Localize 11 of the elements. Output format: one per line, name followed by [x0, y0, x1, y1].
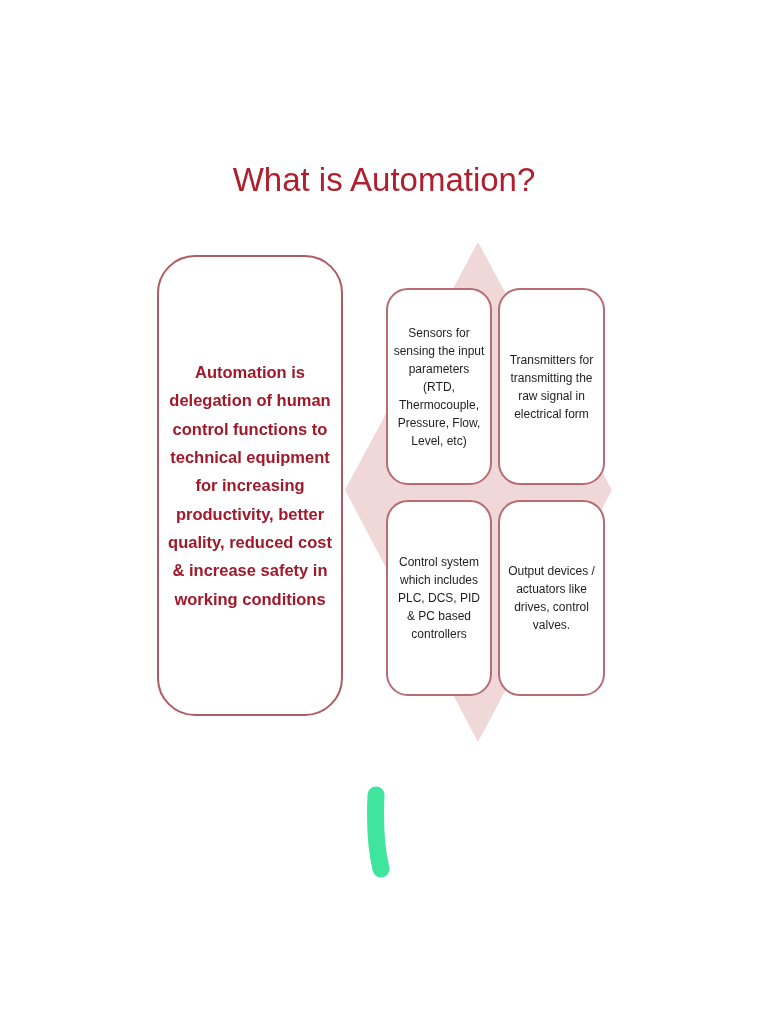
rounded-box — [386, 288, 492, 485]
title: What is Automation? — [232, 160, 536, 200]
box-text: Control system which includes PLC, DCS, PID & PC based controllers — [397, 554, 481, 643]
rounded-box — [498, 288, 605, 485]
definition-box — [157, 255, 343, 716]
box-text: Sensors for sensing the input parameters (RTD, Thermocouple, Pressure, Flow, Level, etc) — [393, 324, 485, 450]
rounded-box — [386, 500, 492, 696]
box-text: Transmitters for transmitting the raw signal in electrical form — [508, 351, 595, 423]
rounded-box — [498, 500, 605, 696]
definition-text: Automation is delegation of human control functions to technical equipment for increasing productivity, better quality, reduced cost & increase safety in working conditions — [167, 361, 333, 610]
box-text: Output devices / actuators like drives, control valves. — [507, 563, 596, 634]
